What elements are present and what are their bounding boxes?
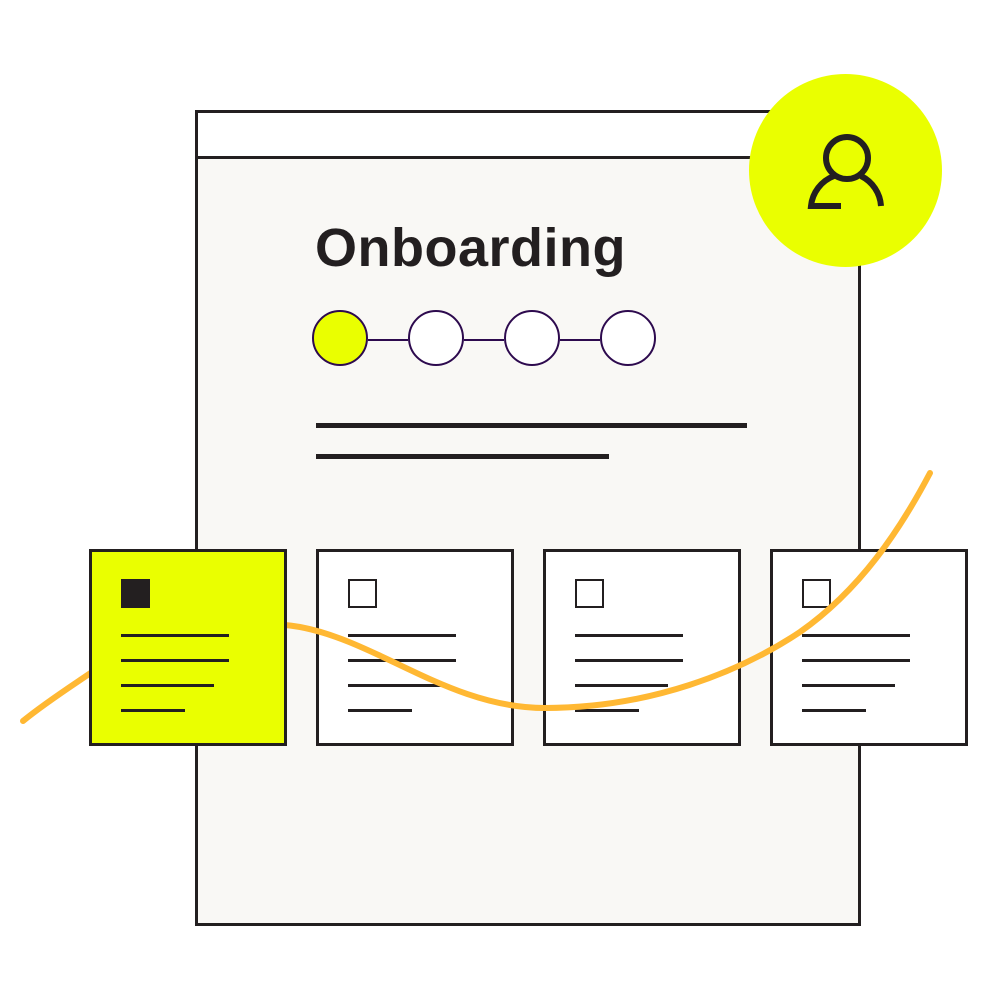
card-text-line [575, 684, 668, 687]
card-text-line [348, 709, 412, 712]
checkbox-empty-icon [575, 579, 604, 608]
card-text-line [348, 659, 456, 662]
checkbox-empty-icon [348, 579, 377, 608]
step-2[interactable] [408, 310, 464, 366]
card-text-line [121, 709, 185, 712]
checkbox-filled-icon [121, 579, 150, 608]
onboarding-window: Onboarding [195, 110, 861, 926]
step-4[interactable] [600, 310, 656, 366]
checkbox-empty-icon [802, 579, 831, 608]
user-avatar[interactable] [749, 74, 942, 267]
card-text-line [802, 684, 895, 687]
text-placeholder-line [316, 423, 747, 428]
step-3[interactable] [504, 310, 560, 366]
card-text-line [121, 684, 214, 687]
option-card-2[interactable] [316, 549, 514, 746]
card-text-line [348, 634, 456, 637]
step-1[interactable] [312, 310, 368, 366]
text-placeholder-line [316, 454, 609, 459]
card-text-line [121, 634, 229, 637]
stepper-connector [464, 339, 504, 341]
stepper-connector [368, 339, 408, 341]
card-text-line [348, 684, 441, 687]
window-titlebar [198, 113, 858, 159]
option-card-4[interactable] [770, 549, 968, 746]
option-card-3[interactable] [543, 549, 741, 746]
card-text-line [575, 709, 639, 712]
user-icon [807, 133, 884, 209]
card-text-line [802, 659, 910, 662]
card-text-line [575, 659, 683, 662]
card-text-line [575, 634, 683, 637]
page-title: Onboarding [315, 218, 626, 278]
card-text-line [121, 659, 229, 662]
progress-stepper [312, 309, 662, 371]
card-text-line [802, 634, 910, 637]
card-text-line [802, 709, 866, 712]
option-card-1-selected[interactable] [89, 549, 287, 746]
stepper-connector [560, 339, 600, 341]
